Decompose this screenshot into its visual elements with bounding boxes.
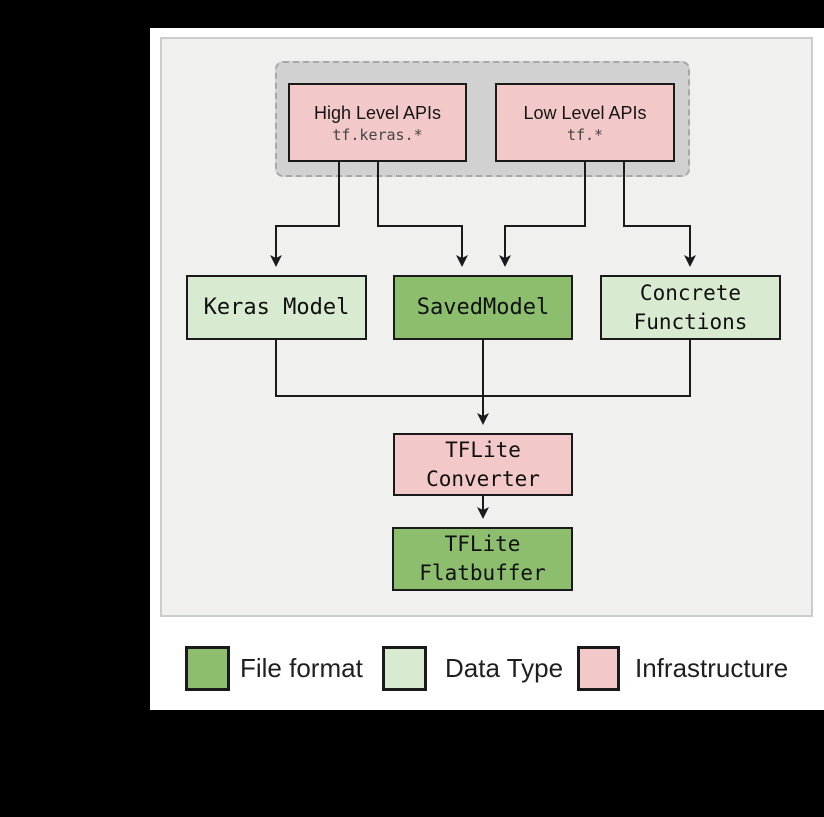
tflite-flatbuffer-line2: Flatbuffer [419,561,546,585]
saved-model-label: SavedModel [416,295,550,320]
node-keras-model: Keras Model [186,275,367,340]
diagram-panel: High Level APIs tf.keras.* Low Level API… [160,37,813,617]
legend-swatch-infrastructure [577,646,620,691]
low-level-apis-subtitle: tf.* [566,125,604,144]
node-saved-model: SavedModel [393,275,573,340]
node-low-level-apis: Low Level APIs tf.* [495,83,675,162]
legend-swatch-data-type [382,646,427,691]
legend-label-infrastructure: Infrastructure [635,653,789,683]
node-tflite-flatbuffer: TFLite Flatbuffer [392,527,573,591]
keras-model-label: Keras Model [203,295,350,320]
high-level-apis-title: High Level APIs [313,102,442,123]
concrete-functions-line2: Functions [633,309,748,334]
node-tflite-converter: TFLite Converter [393,433,573,496]
node-concrete-functions: Concrete Functions [600,275,781,340]
tflite-converter-line2: Converter [426,466,540,491]
legend-swatch-file-format [185,646,230,691]
low-level-apis-title: Low Level APIs [523,102,647,123]
legend-label-file-format: File format [240,653,363,683]
tflite-flatbuffer-line1: TFLite [444,532,521,556]
legend-label-data-type: Data Type [445,653,564,683]
node-high-level-apis: High Level APIs tf.keras.* [288,83,467,162]
figure-card: High Level APIs tf.keras.* Low Level API… [150,28,824,710]
tflite-converter-line1: TFLite [445,437,521,462]
high-level-apis-subtitle: tf.keras.* [332,125,423,144]
concrete-functions-line1: Concrete [639,280,742,305]
